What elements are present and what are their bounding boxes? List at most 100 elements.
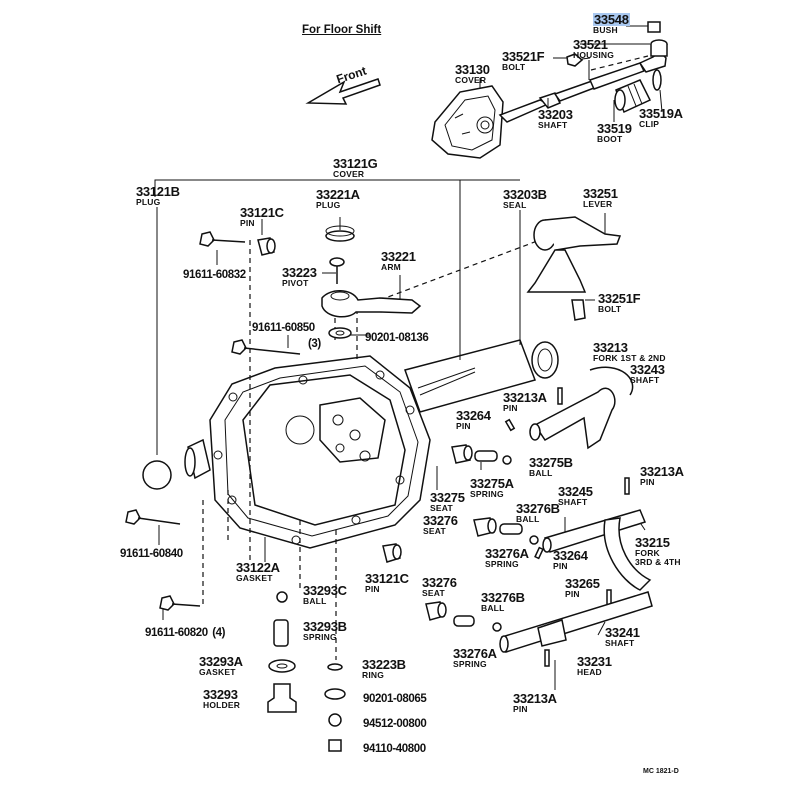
- part-quantity: (4): [212, 627, 226, 639]
- part-callout-33223B[interactable]: 33223B RING: [362, 658, 406, 680]
- part-callout-33121G[interactable]: 33121G COVER: [333, 157, 378, 179]
- part-number: 33293C: [303, 583, 347, 598]
- part-name: COVER: [455, 75, 487, 85]
- part-number: 90201-08136: [365, 332, 429, 344]
- part-name: PIN: [240, 218, 255, 228]
- part-callout-33213[interactable]: 33213 FORK 1ST & 2ND: [593, 341, 666, 363]
- part-callout-33130[interactable]: 33130 COVER: [455, 63, 490, 85]
- part-callout-33221A[interactable]: 33221A PLUG: [316, 188, 360, 210]
- part-callout-33251[interactable]: 33251 LEVER: [583, 187, 618, 209]
- part-callout-33213A-upper[interactable]: 33213A PIN: [503, 391, 547, 413]
- part-callout-91611-60820[interactable]: 91611-60820 (4): [145, 624, 225, 640]
- part-name: GASKET: [236, 573, 273, 583]
- part-callout-90201-08136[interactable]: 90201-08136: [365, 329, 429, 345]
- part-callout-33243[interactable]: 33243 SHAFT: [630, 363, 665, 385]
- part-callout-91611-60832[interactable]: 91611-60832: [183, 266, 246, 282]
- part-callout-33203[interactable]: 33203 SHAFT: [538, 108, 573, 130]
- part-name: BOOT: [597, 134, 623, 144]
- part-name: BOLT: [502, 62, 526, 72]
- part-callout-33221[interactable]: 33221 ARM: [381, 250, 416, 272]
- part-callout-33276A-lower[interactable]: 33276A SPRING: [453, 647, 497, 669]
- part-name: FORK: [635, 548, 660, 558]
- part-callout-33275B[interactable]: 33275B BALL: [529, 456, 573, 478]
- part-name: GASKET: [199, 667, 236, 677]
- part-number: 33521F: [502, 49, 545, 64]
- part-callout-33293C[interactable]: 33293C BALL: [303, 584, 347, 606]
- part-callout-90201-08065[interactable]: 90201-08065: [363, 690, 427, 706]
- part-name-detail: 3RD & 4TH: [635, 556, 681, 567]
- part-callout-33251F[interactable]: 33251F BOLT: [598, 292, 641, 314]
- part-number: 33213A: [640, 464, 684, 479]
- part-number: 33221: [381, 249, 416, 264]
- part-callout-33276A-upper[interactable]: 33276A SPRING: [485, 547, 529, 569]
- part-name: PIN: [640, 477, 655, 487]
- part-name: PIN: [513, 704, 528, 714]
- part-number: 33293B: [303, 619, 347, 634]
- part-number: 33213: [593, 340, 628, 355]
- part-name: HOUSING: [573, 50, 615, 60]
- part-callout-33521F[interactable]: 33521F BOLT: [502, 49, 545, 72]
- part-number: 91611-60840: [120, 548, 183, 560]
- part-callout-33241[interactable]: 33241 SHAFT: [605, 626, 640, 648]
- part-callout-91611-60850[interactable]: 91611-60850 (3): [252, 319, 321, 351]
- part-number: 33223: [282, 265, 317, 280]
- part-number: 33276A: [485, 546, 529, 561]
- part-callout-33519[interactable]: 33519 BOOT: [597, 122, 632, 144]
- part-name: PIN: [365, 584, 380, 594]
- part-number: 33203: [538, 107, 573, 122]
- part-callout-33213A-right[interactable]: 33213A PIN: [640, 465, 684, 487]
- part-callout-33293B[interactable]: 33293B SPRING: [303, 620, 347, 642]
- part-callout-33203B[interactable]: 33203B SEAL: [503, 188, 547, 210]
- part-callout-33231[interactable]: 33231 HEAD: [577, 655, 612, 677]
- part-name: PLUG: [136, 197, 161, 207]
- part-callout-33121B[interactable]: 33121B PLUG: [136, 185, 180, 207]
- part-number: 33231: [577, 654, 612, 669]
- part-callout-33276-lower[interactable]: 33276 SEAT: [422, 576, 457, 598]
- part-callout-33122A[interactable]: 33122A GASKET: [236, 561, 280, 583]
- part-callout-33223[interactable]: 33223 PIVOT: [282, 266, 317, 288]
- part-callout-33275[interactable]: 33275 SEAT: [430, 491, 465, 513]
- part-callout-33276B-lower[interactable]: 33276B BALL: [481, 591, 525, 613]
- part-quantity: (3): [308, 338, 321, 350]
- part-callout-94110-40800[interactable]: 94110-40800: [363, 740, 426, 756]
- small-parts: [125, 216, 653, 752]
- part-number: 33519A: [639, 106, 683, 121]
- part-callout-33276B-upper[interactable]: 33276B BALL: [516, 502, 560, 524]
- part-callout-33275A[interactable]: 33275A SPRING: [470, 477, 514, 499]
- part-callout-91611-60840[interactable]: 91611-60840: [120, 545, 183, 561]
- part-number: 33264: [553, 548, 588, 563]
- part-callout-33293A[interactable]: 33293A GASKET: [199, 655, 243, 677]
- part-callout-33245[interactable]: 33245 SHAFT: [558, 485, 593, 507]
- part-callout-33215[interactable]: 33215 FORK 3RD & 4TH: [635, 536, 681, 566]
- part-name: PIN: [503, 403, 518, 413]
- part-name: BALL: [529, 468, 553, 478]
- part-callout-33213A-bottom[interactable]: 33213A PIN: [513, 692, 557, 714]
- part-name: BOLT: [598, 304, 622, 314]
- part-name: BUSH: [593, 25, 618, 35]
- front-arrow-icon: [305, 78, 381, 105]
- part-name: PIN: [565, 589, 580, 599]
- part-callout-33548[interactable]: 33548 BUSH: [593, 13, 630, 35]
- part-callout-33121C-top[interactable]: 33121C PIN: [240, 206, 284, 228]
- part-number: 33223B: [362, 657, 406, 672]
- part-callout-33265[interactable]: 33265 PIN: [565, 577, 600, 599]
- shift-lever-housing-assembly: [431, 21, 668, 159]
- part-name: SEAT: [422, 588, 445, 598]
- part-name: PLUG: [316, 200, 341, 210]
- part-callout-33293[interactable]: 33293 HOLDER: [203, 688, 240, 710]
- part-name: PIN: [456, 421, 471, 431]
- part-number: 33275A: [470, 476, 514, 491]
- part-callout-33276-upper[interactable]: 33276 SEAT: [423, 514, 458, 536]
- part-callout-33519A[interactable]: 33519A CLIP: [639, 107, 683, 129]
- part-callout-33264-lower[interactable]: 33264 PIN: [553, 549, 588, 571]
- leader-lines: [154, 25, 663, 690]
- part-callout-33121C-bottom[interactable]: 33121C PIN: [365, 572, 409, 594]
- part-callout-94512-00800[interactable]: 94512-00800: [363, 715, 427, 731]
- part-name: SPRING: [303, 632, 337, 642]
- part-callout-33264-upper[interactable]: 33264 PIN: [456, 409, 491, 431]
- part-name: SEAT: [430, 503, 453, 513]
- part-number: 33293: [203, 687, 238, 702]
- part-callout-33521[interactable]: 33521 HOUSING: [573, 38, 614, 60]
- part-number: 91611-60832: [183, 269, 246, 281]
